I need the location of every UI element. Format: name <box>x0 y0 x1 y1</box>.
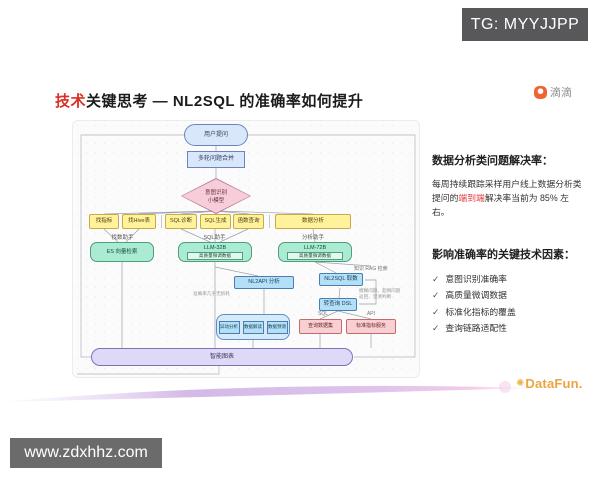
brand-logo: 滴滴 <box>534 84 572 100</box>
telegram-watermark-badge: TG: MYYJJPP <box>462 8 588 41</box>
finetune-data-box: 高质量微调数据 <box>187 251 243 261</box>
title-highlight: 技术 <box>55 93 87 110</box>
node-data-predict: 数据预测 <box>266 320 288 334</box>
nl2sql-side-note: 模糊问题、超纲问题 返回、澄清判断 <box>359 288 407 300</box>
nl2api-note: 准确率几乎无损耗 <box>193 291 230 296</box>
flowchart-connectors <box>77 134 416 375</box>
llm-72b-label: LLM-72B <box>303 244 327 251</box>
diamond-label: 意图识别 小模型 <box>181 178 251 214</box>
node-smart-chart: 智能图表 <box>91 348 353 366</box>
list-item: ✓ 意图识别准确率 <box>432 271 592 287</box>
node-data-interpret: 数据解读 <box>242 320 264 334</box>
node-query-dataset: 查询数据集 <box>299 319 342 334</box>
body-post: 解决率当前为 85% 左右。 <box>432 193 569 218</box>
node-llm-32b: LLM-32B 高质量微调数据 <box>178 242 252 262</box>
didi-logo-icon <box>534 85 547 99</box>
solve-rate-body: 每周持续跟踪采样用户线上数据分析类提问的端到端解决率当前为 85% 左右。 <box>432 177 584 219</box>
tool-find-hive: 找Hive表 <box>122 214 156 229</box>
check-icon: ✓ <box>432 306 440 317</box>
key-factors-heading: 影响准确率的关键技术因素： <box>432 249 575 261</box>
body-pre: 每周持续跟踪采样用户线上数据分析类提问的 <box>432 179 582 204</box>
list-item: ✓ 标准化指标的覆盖 <box>432 304 592 320</box>
datafun-logo: ✺ DataFun. <box>516 376 583 391</box>
group-label-find-data: 找数助手 <box>111 235 134 241</box>
solve-rate-heading: 数据分析类问题解决率： <box>432 155 553 167</box>
node-multi-turn-merge: 多轮问题合并 <box>187 151 245 168</box>
rag-search-label: 知识 RAG 检索 <box>354 266 388 272</box>
analysis-container: 异动分析 数据解读 数据预测 <box>216 314 290 340</box>
bullet-label: 高质量微调数据 <box>445 290 507 301</box>
tool-sql-diagnose: SQL诊断 <box>165 214 197 229</box>
website-watermark-badge: www.zdxhhz.com <box>10 438 162 468</box>
node-es-vector-search: ES 向量检索 <box>90 242 154 262</box>
group-separator <box>269 215 270 228</box>
check-icon: ✓ <box>432 274 440 284</box>
bullet-label: 意图识别准确率 <box>445 274 507 284</box>
node-intent-recognition: 意图识别 小模型 <box>181 178 251 214</box>
title-rest: 关键思考 — NL2SQL 的准确率如何提升 <box>86 93 364 110</box>
datafun-sun-icon: ✺ <box>516 378 525 389</box>
tool-sql-generate: SQL生成 <box>200 214 231 229</box>
side-note-line2: 返回、澄清判断 <box>359 293 392 299</box>
tool-data-analysis: 数据分析 <box>275 214 351 229</box>
bullet-label: 查询链路适配性 <box>445 322 507 333</box>
list-item: ✓ 查询链路适配性 <box>432 320 592 336</box>
node-user-question: 用户提问 <box>184 124 248 146</box>
purple-swoosh-decoration <box>0 381 535 402</box>
group-label-analysis: 分析助手 <box>301 235 324 241</box>
node-nl2api: NL2API 分析 <box>234 276 294 289</box>
api-edge-label: API <box>366 311 376 317</box>
brand-name: 滴滴 <box>550 87 572 99</box>
page-title: 技术关键思考 — NL2SQL 的准确率如何提升 <box>55 90 363 111</box>
right-panel-section2: 影响准确率的关键技术因素： ✓ 意图识别准确率 ✓ 高质量微调数据 ✓ 标准化指… <box>432 246 592 336</box>
intent-line1: 意图识别 <box>204 190 227 196</box>
group-label-sql-helper: SQL助手 <box>203 235 226 241</box>
node-query-dsl: 转查询 DSL <box>319 298 357 311</box>
bullet-label: 标准化指标的覆盖 <box>445 306 516 317</box>
llm-32b-label: LLM-32B <box>203 244 227 251</box>
side-note-line1: 模糊问题、超纲问题 <box>359 288 401 293</box>
list-item: ✓ 高质量微调数据 <box>432 287 592 303</box>
check-icon: ✓ <box>432 322 440 333</box>
right-panel-section1: 数据分析类问题解决率： 每周持续跟踪采样用户线上数据分析类提问的端到端解决率当前… <box>432 152 592 219</box>
finetune-data-box: 高质量微调数据 <box>287 251 343 261</box>
group-separator <box>161 215 162 228</box>
tool-find-metric: 找指标 <box>89 214 119 229</box>
body-highlight: 端到端 <box>458 193 485 204</box>
node-metric-service: 标准指标服务 <box>346 319 396 334</box>
intent-line2: 小模型 <box>207 198 225 204</box>
key-factors-list: ✓ 意图识别准确率 ✓ 高质量微调数据 ✓ 标准化指标的覆盖 ✓ 查询链路适配性 <box>432 271 592 336</box>
check-icon: ✓ <box>432 290 440 301</box>
flowchart-panel: 用户提问 多轮问题合并 意图识别 小模型 找指标 找Hive表 SQL诊断 SQ… <box>72 120 420 378</box>
tool-function-query: 函数查询 <box>233 214 264 229</box>
sql-edge-label: SQL <box>317 311 328 317</box>
datafun-logo-text: DataFun. <box>525 376 583 391</box>
node-nl2sql: NL2SQL 取数 <box>319 273 363 286</box>
node-llm-72b: LLM-72B 高质量微调数据 <box>278 242 352 262</box>
node-anomaly-analysis: 异动分析 <box>218 320 240 334</box>
